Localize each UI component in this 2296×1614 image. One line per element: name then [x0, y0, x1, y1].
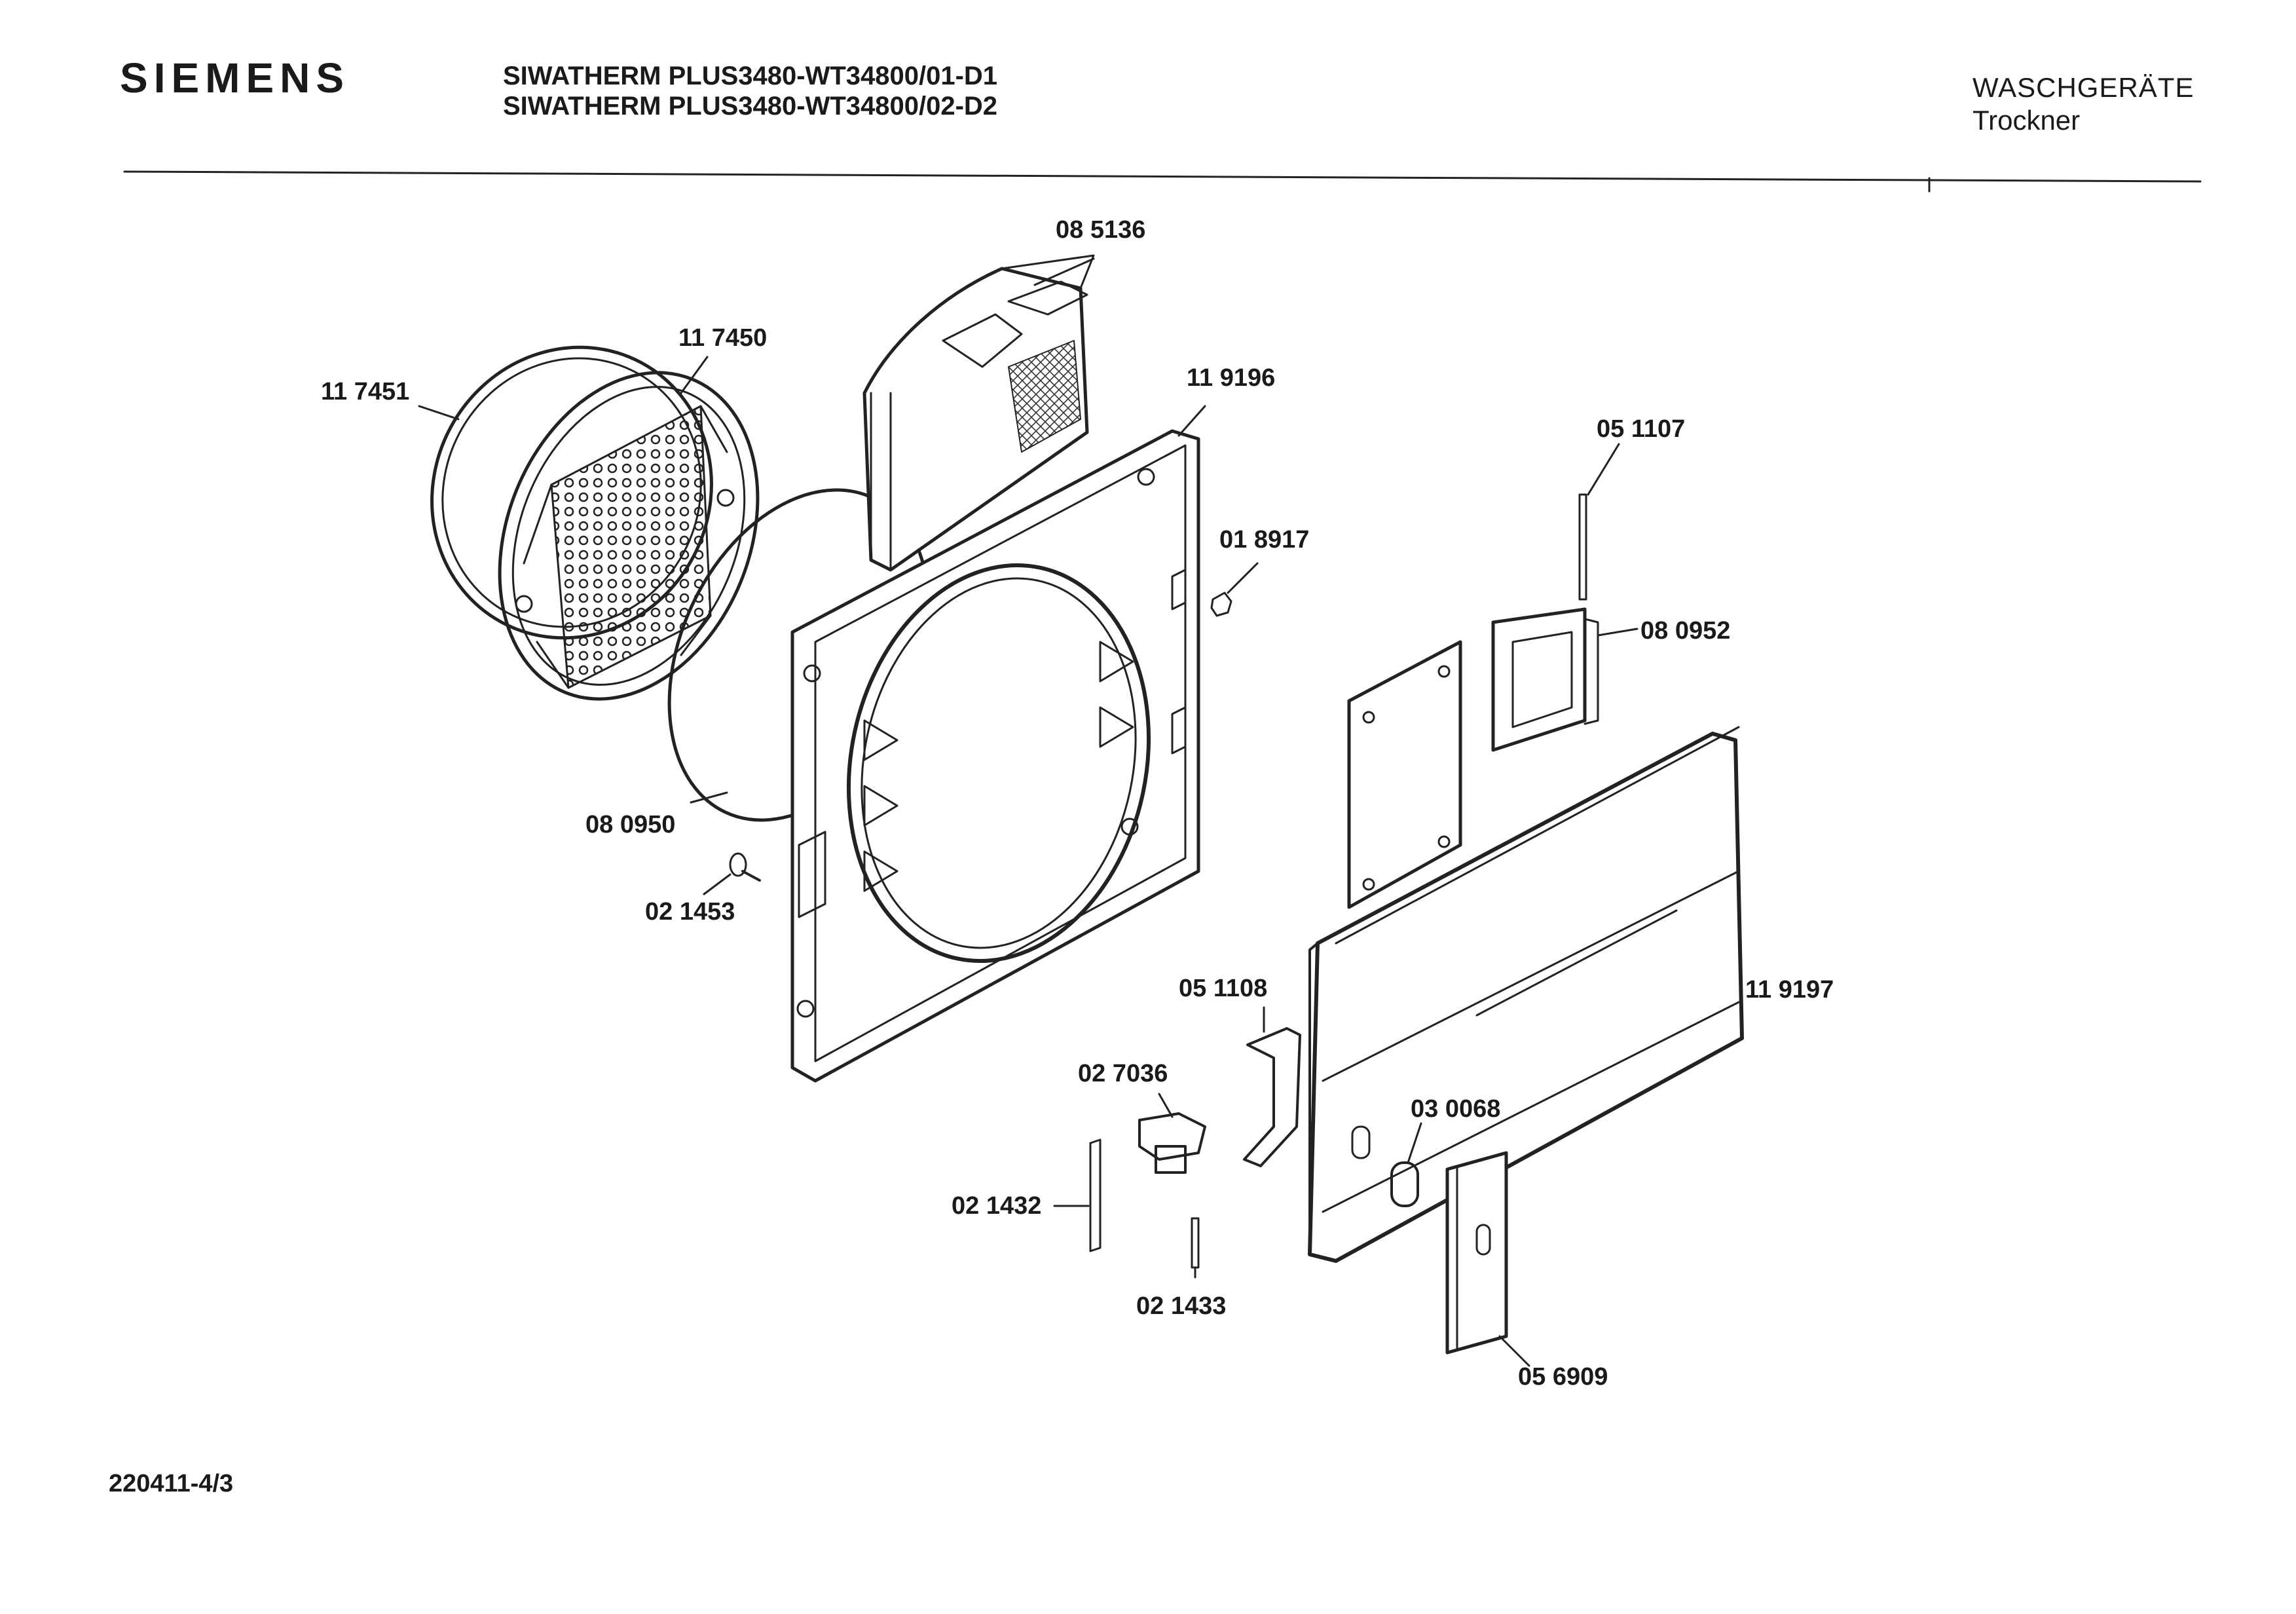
- screw: [729, 852, 761, 882]
- part-label-catch: 02 7036: [1078, 1060, 1168, 1087]
- leader-lines: [418, 257, 1639, 1367]
- lint-filter: [862, 254, 1095, 572]
- siemens-logo: SIEMENS: [120, 54, 350, 102]
- part-label-spring: 02 1432: [952, 1192, 1042, 1220]
- part-label-nut: 01 8917: [1219, 526, 1310, 554]
- category-label: WASCHGERÄTE: [1972, 72, 2194, 103]
- door-lock: [1491, 607, 1599, 752]
- mounting-plate: [1347, 640, 1462, 909]
- short-pin: [1191, 1217, 1200, 1269]
- front-panel: [790, 429, 1200, 1083]
- part-label-door-inner-ring: 11 7450: [678, 324, 768, 352]
- part-label-hinge: 05 1108: [1179, 975, 1268, 1002]
- part-label-pin: 05 1107: [1597, 415, 1686, 443]
- spring: [1089, 1138, 1102, 1252]
- part-label-lint-filter: 08 5136: [1056, 216, 1146, 244]
- button: [1390, 1161, 1419, 1207]
- part-label-handle-plate: 05 6909: [1518, 1363, 1608, 1391]
- pin: [1578, 493, 1587, 601]
- part-label-door-lock: 08 0952: [1640, 617, 1731, 645]
- hinge: [1243, 1027, 1301, 1167]
- model-title-2: SIWATHERM PLUS3480-WT34800/02-D2: [503, 92, 998, 121]
- subcategory-label: Trockner: [1972, 105, 2081, 136]
- part-label-button: 03 0068: [1411, 1095, 1501, 1123]
- handle-plate: [1445, 1151, 1508, 1355]
- part-label-front-panel: 11 9196: [1187, 364, 1276, 392]
- part-label-short-pin: 02 1433: [1136, 1292, 1227, 1320]
- catch: [1138, 1112, 1206, 1174]
- part-label-cover-panel: 11 9197: [1745, 976, 1834, 1004]
- part-label-door-seal-ring: 11 7451: [321, 378, 410, 405]
- part-label-screw: 02 1453: [645, 898, 735, 926]
- part-label-door-gasket: 08 0950: [585, 811, 676, 838]
- header-rule: [123, 170, 2202, 183]
- door-inner-ring: [498, 371, 760, 701]
- model-title-1: SIWATHERM PLUS3480-WT34800/01-D1: [503, 62, 998, 90]
- nut: [1210, 591, 1232, 617]
- document-number: 220411-4/3: [109, 1470, 234, 1497]
